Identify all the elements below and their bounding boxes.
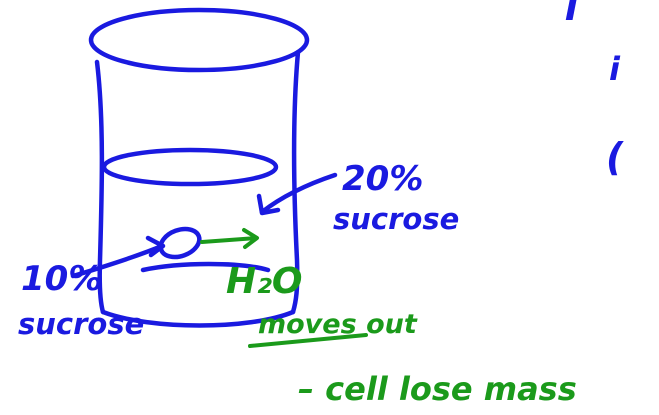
moves-out-label: moves out (258, 309, 418, 340)
cell-loses-mass-label: – cell lose mass (298, 370, 577, 408)
beaker-base (100, 309, 296, 328)
arrow-10-percent (70, 243, 165, 279)
beaker-drawing (70, 7, 338, 328)
moves-out-underline (248, 333, 368, 348)
inside-percent-label: 10% (21, 259, 102, 299)
beaker-left-wall (94, 59, 106, 315)
water-movement-arrow-head (242, 228, 259, 249)
water-label: H₂O (226, 261, 303, 302)
cell (158, 226, 202, 260)
water-movement-arrow (200, 236, 258, 244)
inside-substance-label: sucrose (18, 307, 144, 341)
arrow-10-percent-head (145, 235, 166, 258)
beaker-right-wall (290, 49, 301, 315)
cut-off-letter-top: I (565, 0, 578, 29)
cut-off-letter-mid: i (609, 50, 621, 88)
beaker-rim (88, 7, 310, 73)
outside-substance-label: sucrose (333, 202, 459, 236)
liquid-surface (101, 147, 279, 187)
green-annotations (200, 228, 368, 348)
arrow-20-percent (259, 172, 338, 215)
outside-percent-label: 20% (342, 159, 423, 199)
cut-off-letter-low: ( (606, 135, 624, 179)
arrow-20-percent-head (256, 193, 281, 216)
beaker-bottom-curve (140, 261, 271, 273)
